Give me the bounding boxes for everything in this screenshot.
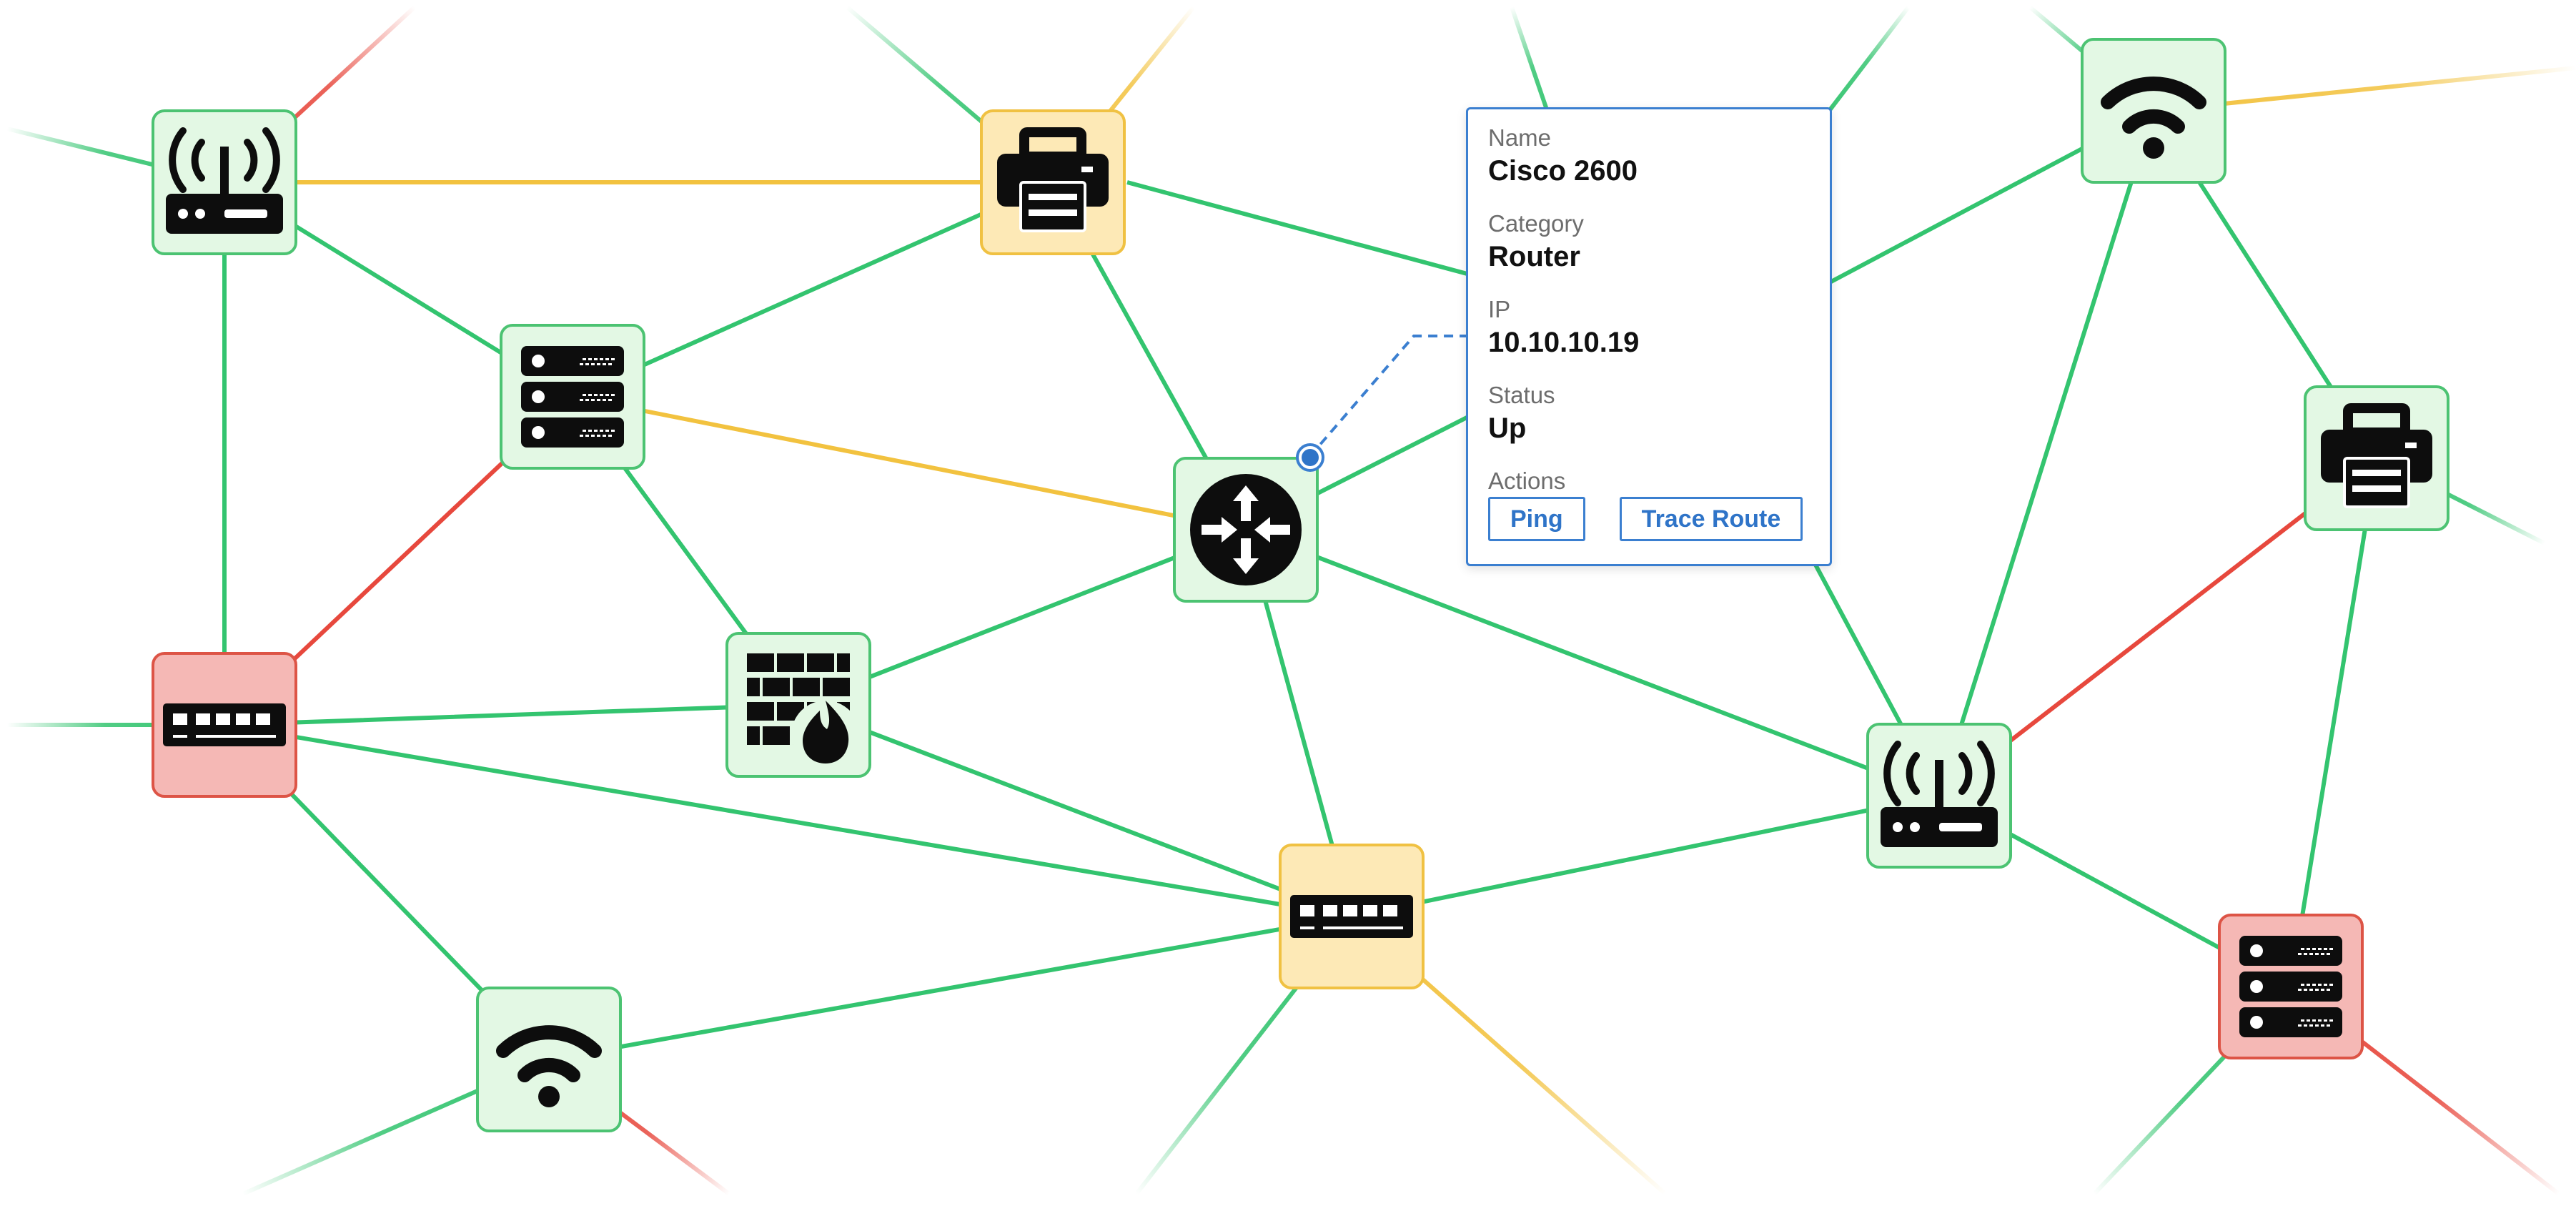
device-tooltip: Name Cisco 2600 Category Router IP 10.10… — [1466, 107, 1832, 566]
link-n7-n8 — [222, 703, 801, 727]
wireless-router-icon — [1881, 741, 1998, 847]
link-n6-n11 — [2289, 456, 2379, 989]
category-label: Category — [1488, 210, 1584, 237]
device-node-wireless-router-n1[interactable] — [152, 109, 297, 255]
router-icon — [1190, 474, 1302, 585]
name-value: Cisco 2600 — [1488, 155, 1638, 187]
firewall-icon — [747, 653, 860, 769]
ip-value: 10.10.10.19 — [1488, 327, 1640, 358]
device-node-switch-n7[interactable] — [152, 652, 297, 798]
link-n10-n9 — [1349, 794, 1941, 919]
device-node-firewall-n8[interactable] — [725, 632, 871, 778]
device-node-server-n11[interactable] — [2218, 914, 2364, 1059]
server-icon — [2239, 936, 2342, 1037]
tooltip-connector — [1309, 335, 1467, 458]
name-field: Name Cisco 2600 — [1488, 124, 1810, 189]
link-n7-n10 — [222, 723, 1354, 919]
link-n8-n10 — [796, 703, 1354, 919]
status-field: Status Up — [1488, 381, 1810, 447]
wifi-access-point-icon — [2101, 76, 2206, 159]
ip-label: IP — [1488, 296, 1511, 322]
device-node-wireless-router-n9[interactable] — [1866, 723, 2012, 869]
printer-icon — [2321, 403, 2432, 508]
link-n2-n4 — [570, 180, 1055, 399]
status-value: Up — [1488, 412, 1527, 444]
status-label: Status — [1488, 382, 1555, 408]
nodes-layer — [152, 38, 2449, 1132]
link-n2-offscreen — [1126, 180, 1473, 277]
device-node-router-n5[interactable] — [1173, 457, 1319, 603]
switch-icon — [163, 703, 286, 746]
selection-anchor-dot — [1302, 449, 1319, 466]
printer-icon — [997, 127, 1109, 232]
wifi-access-point-icon — [496, 1025, 602, 1107]
device-node-switch-n10[interactable] — [1279, 844, 1425, 989]
actions-section: Actions Ping Trace Route — [1488, 467, 1810, 541]
trace-route-button[interactable]: Trace Route — [1619, 497, 1803, 541]
wireless-router-icon — [166, 127, 283, 234]
category-field: Category Router — [1488, 209, 1810, 275]
ip-field: IP 10.10.10.19 — [1488, 295, 1810, 361]
actions-label: Actions — [1488, 468, 1566, 494]
actions-row: Ping Trace Route — [1488, 497, 1810, 541]
ping-button[interactable]: Ping — [1488, 497, 1585, 541]
device-node-server-n4[interactable] — [500, 324, 645, 470]
link-n4-n5 — [570, 395, 1248, 532]
switch-icon — [1290, 895, 1413, 938]
server-icon — [521, 346, 624, 448]
device-node-wifi-access-point-n3[interactable] — [2081, 38, 2226, 184]
device-node-wifi-access-point-n12[interactable] — [476, 987, 622, 1132]
link-n12-n10 — [547, 914, 1354, 1062]
link-n8-n5 — [796, 528, 1248, 707]
link-n3-n9 — [1937, 109, 2156, 798]
name-label: Name — [1488, 124, 1552, 151]
device-node-printer-n2[interactable] — [980, 109, 1126, 255]
device-node-printer-n6[interactable] — [2304, 385, 2449, 531]
link-n5-n9 — [1244, 528, 1941, 798]
category-value: Router — [1488, 241, 1580, 272]
